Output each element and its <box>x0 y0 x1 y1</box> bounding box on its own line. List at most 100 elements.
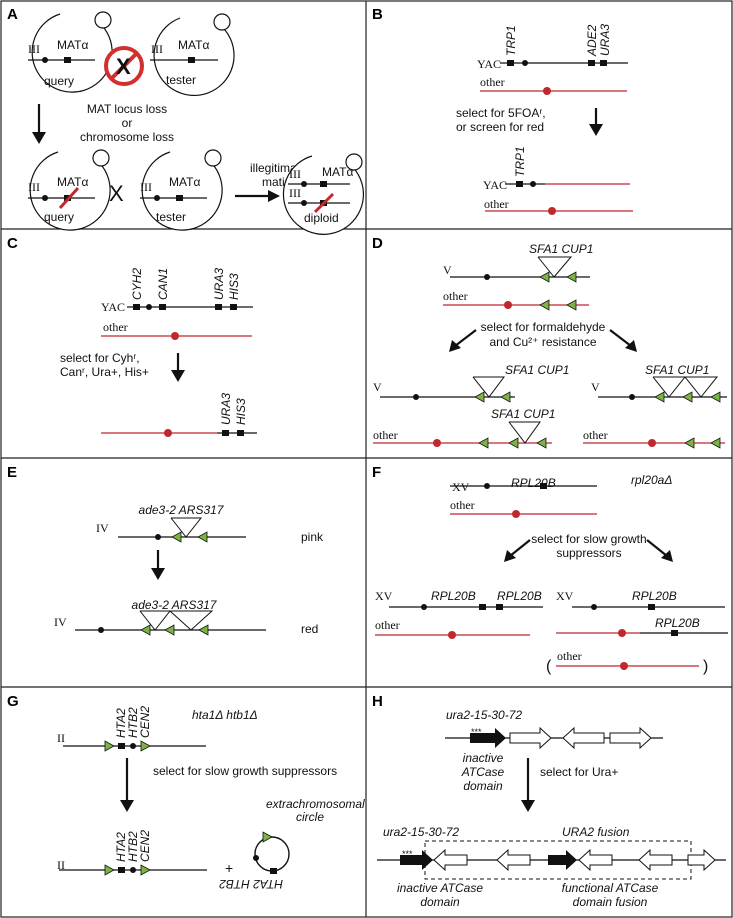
svg-text:SFA1 CUP1: SFA1 CUP1 <box>529 242 593 256</box>
svg-text:(: ( <box>546 658 552 675</box>
svg-text:YAC: YAC <box>477 57 501 71</box>
svg-text:XV: XV <box>375 589 393 603</box>
query-cell-top: III MATα query <box>28 11 113 93</box>
svg-text:URA2 fusion: URA2 fusion <box>562 825 630 839</box>
panel-a: A III MATα query X III MATα tester <box>7 6 365 235</box>
svg-text:HIS3: HIS3 <box>227 273 241 300</box>
svg-text:select for formaldehyde: select for formaldehyde <box>481 320 606 334</box>
svg-text:X: X <box>116 54 131 79</box>
panel-d: D SFA1 CUP1 V other select for formaldeh… <box>372 235 727 449</box>
svg-text:URA3: URA3 <box>212 268 226 300</box>
no-mating-icon: X <box>104 46 144 86</box>
svg-text:circle: circle <box>296 810 324 824</box>
svg-text:II: II <box>57 858 65 872</box>
panel-h: H ura2-15-30-72 *** inactive ATCase doma… <box>372 693 726 909</box>
svg-text:or: or <box>122 116 133 130</box>
svg-text:V: V <box>373 380 382 394</box>
svg-text:functional ATCase: functional ATCase <box>562 881 659 895</box>
svg-text:chromosome loss: chromosome loss <box>80 130 174 144</box>
svg-text:select for slow growth suppres: select for slow growth suppressors <box>153 764 337 778</box>
svg-text:III: III <box>151 42 163 56</box>
svg-text:other: other <box>480 75 505 89</box>
svg-text:IV: IV <box>54 615 67 629</box>
tester-cell-bottom: III MATα tester <box>140 149 223 231</box>
diploid-cell: III MATα III diploid <box>282 153 365 235</box>
svg-text:select for Cyhʳ,: select for Cyhʳ, <box>60 351 140 365</box>
svg-text:H: H <box>372 693 383 710</box>
svg-text:RPL20B: RPL20B <box>632 589 677 603</box>
panel-g: G hta1Δ htb1Δ II HTA2 HTB2 CEN2 select f… <box>7 693 365 891</box>
svg-text:other: other <box>443 289 468 303</box>
svg-text:ade3-2 ARS317: ade3-2 ARS317 <box>132 598 218 612</box>
panel-b: B YAC TRP1 ADE2 URA3 other select for 5F… <box>372 6 633 215</box>
svg-text:SFA1 CUP1: SFA1 CUP1 <box>505 363 569 377</box>
svg-text:MATα: MATα <box>57 38 88 52</box>
svg-text:other: other <box>373 428 398 442</box>
svg-text:RPL20B: RPL20B <box>497 589 542 603</box>
svg-text:HTB2: HTB2 <box>126 831 140 862</box>
svg-text:domain: domain <box>463 779 503 793</box>
svg-text:XV: XV <box>556 589 574 603</box>
svg-text:inactive: inactive <box>463 751 504 765</box>
svg-text:): ) <box>703 658 708 675</box>
svg-text:RPL20B: RPL20B <box>431 589 476 603</box>
svg-text:D: D <box>372 235 383 252</box>
svg-text:C: C <box>7 235 18 252</box>
svg-text:YAC: YAC <box>101 300 125 314</box>
svg-text:other: other <box>557 649 582 663</box>
svg-text:MATα: MATα <box>57 175 88 189</box>
svg-text:ade3-2 ARS317: ade3-2 ARS317 <box>139 503 225 517</box>
svg-text:query: query <box>44 210 74 224</box>
svg-text:SFA1 CUP1: SFA1 CUP1 <box>491 407 555 421</box>
panel-e: E ade3-2 ARS317 IV pink ade3-2 ARS317 IV… <box>7 464 324 636</box>
svg-text:E: E <box>7 464 17 481</box>
svg-text:XV: XV <box>452 480 470 494</box>
svg-text:other: other <box>375 618 400 632</box>
svg-text:ADE2: ADE2 <box>585 24 599 57</box>
svg-text:HTB2: HTB2 <box>126 707 140 738</box>
svg-text:MATα: MATα <box>169 175 200 189</box>
query-cell-bottom: III MATα query <box>28 149 111 231</box>
tester-cell-top: III MATα tester <box>150 13 235 97</box>
svg-text:CEN2: CEN2 <box>138 706 152 738</box>
svg-text:V: V <box>443 263 452 277</box>
svg-text:G: G <box>7 693 19 710</box>
svg-text:diploid: diploid <box>304 211 339 225</box>
svg-text:inactive ATCase: inactive ATCase <box>397 881 483 895</box>
svg-text:CEN2: CEN2 <box>138 830 152 862</box>
svg-text:CYH2: CYH2 <box>130 268 144 300</box>
svg-text:URA3: URA3 <box>219 393 233 425</box>
svg-text:hta1Δ htb1Δ: hta1Δ htb1Δ <box>192 708 258 722</box>
svg-text:RPL20B: RPL20B <box>511 476 556 490</box>
svg-text:+: + <box>225 860 233 876</box>
svg-text:RPL20B: RPL20B <box>655 616 700 630</box>
svg-text:F: F <box>372 464 381 481</box>
svg-text:other: other <box>484 197 509 211</box>
svg-text:B: B <box>372 6 383 23</box>
svg-text:HTA2: HTA2 <box>114 832 128 862</box>
svg-text:III: III <box>140 180 152 194</box>
panel-c: C YAC CYH2 CAN1 URA3 HIS3 other select f… <box>7 235 257 437</box>
panel-f: F RPL20B rpl20aΔ XV other select for slo… <box>372 464 728 675</box>
svg-text:II: II <box>57 731 65 745</box>
svg-text:MAT locus loss: MAT locus loss <box>87 102 167 116</box>
panel-label-a: A <box>7 6 18 23</box>
svg-text:V: V <box>591 380 600 394</box>
svg-text:YAC: YAC <box>483 178 507 192</box>
svg-text:MATα: MATα <box>322 165 353 179</box>
svg-text:TRP1: TRP1 <box>504 25 518 56</box>
svg-text:SFA1 CUP1: SFA1 CUP1 <box>645 363 709 377</box>
svg-text:X: X <box>109 181 124 206</box>
svg-text:other: other <box>583 428 608 442</box>
svg-text:other: other <box>103 320 128 334</box>
svg-text:TRP1: TRP1 <box>513 146 527 177</box>
svg-text:ATCase: ATCase <box>461 765 505 779</box>
svg-text:rpl20aΔ: rpl20aΔ <box>631 473 672 487</box>
svg-text:pink: pink <box>301 530 324 544</box>
svg-text:CAN1: CAN1 <box>156 268 170 300</box>
svg-text:query: query <box>44 74 74 88</box>
svg-text:ura2-15-30-72: ura2-15-30-72 <box>446 708 522 722</box>
svg-text:ura2-15-30-72: ura2-15-30-72 <box>383 825 459 839</box>
